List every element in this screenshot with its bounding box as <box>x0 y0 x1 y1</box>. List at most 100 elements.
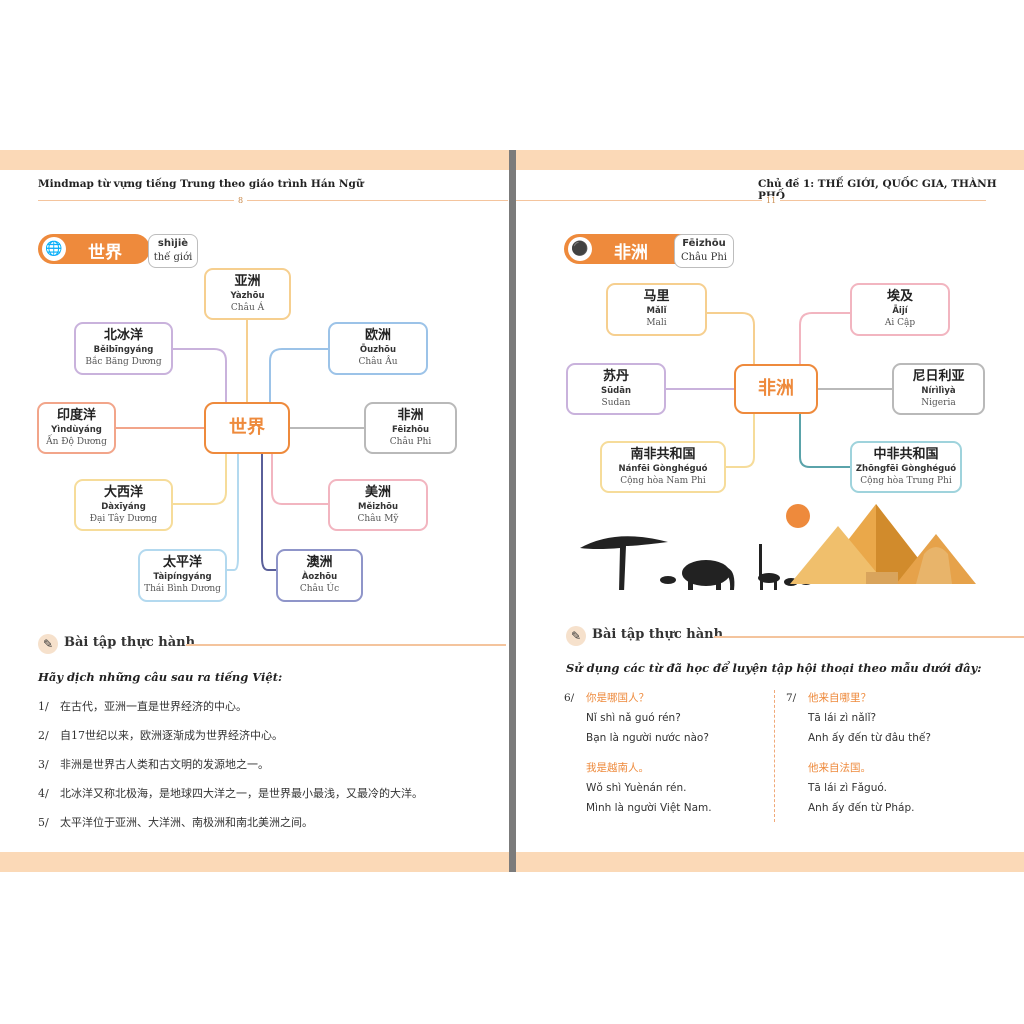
right-node-vi: Sudan <box>601 398 631 408</box>
exercise-item-text: 在古代，亚洲一直是世界经济的中心。 <box>60 700 247 713</box>
header-rule <box>38 200 508 201</box>
dialog-line-py: Tā lái zì Fǎguó. <box>808 782 887 794</box>
exercise-item-number: 3/ <box>38 758 49 771</box>
left-node-vi: Châu Phi <box>389 437 432 447</box>
dialog-divider <box>774 690 775 822</box>
dialog-number: 6/ <box>564 692 575 704</box>
left-node-vi: Châu Úc <box>299 584 340 594</box>
left-node-vi: Châu Á <box>230 303 265 313</box>
dialog-line-zh: 他来自哪里？ <box>808 692 871 704</box>
dialog-line-zh: 你是哪国人？ <box>586 692 649 704</box>
left-node-vi: Ấn Độ Dương <box>46 437 107 447</box>
dialog-block: 6/你是哪国人？ Nǐ shì nǎ guó rén? Bạn là người n… <box>564 688 786 818</box>
left-node-vi: Đại Tây Dương <box>89 514 158 524</box>
africa-icon: ⚫ <box>568 237 592 261</box>
globe-icon: 🌐 <box>42 237 66 261</box>
exercise-item: 4/北冰洋又称北极海，是地球四大洋之一，是世界最小最浅，又最冷的大洋。 <box>38 785 423 801</box>
exercise-heading: ✎ Bài tập thực hành <box>36 632 506 656</box>
dialog-line-py: Wǒ shì Yuènán rén. <box>586 782 687 794</box>
exercise-instruction: Hãy dịch những câu sau ra tiếng Việt: <box>38 670 283 684</box>
acacia-tree-silhouette <box>580 536 668 590</box>
pencil-icon: ✎ <box>38 634 58 654</box>
top-band <box>0 150 509 170</box>
left-node-py: Ōuzhōu <box>359 345 397 355</box>
exercise-item-text: 北冰洋又称北极海，是地球四大洋之一，是世界最小最浅，又最冷的大洋。 <box>60 787 423 800</box>
topic-title-tag: Fēizhōu Châu Phi <box>674 234 734 268</box>
left-node-py: Dàxīyáng <box>101 502 146 512</box>
left-node-py: Yìndùyáng <box>51 425 102 435</box>
exercise-item-number: 4/ <box>38 787 49 800</box>
left-node-vi: Châu Mỹ <box>357 514 399 524</box>
header-prefix: Chủ đề 1: <box>758 178 818 190</box>
left-node-zh: 北冰洋 <box>103 328 143 343</box>
dialog-line-vi: Bạn là người nước nào? <box>586 732 709 744</box>
exercise-item: 5/太平洋位于亚洲、大洋洲、南极洲和南北美洲之间。 <box>38 814 313 830</box>
dialog-line-zh: 我是越南人。 <box>586 762 649 774</box>
left-node-py: Tàipíngyáng <box>153 572 212 582</box>
africa-illustration <box>580 504 976 590</box>
dialog-number: 7/ <box>786 692 797 704</box>
mindmap-connectors <box>115 318 365 571</box>
left-node-py: Měizhōu <box>357 502 399 512</box>
left-page: Mindmap từ vựng tiếng Trung theo giáo tr… <box>0 150 509 872</box>
left-node-zh: 非洲 <box>397 408 424 423</box>
right-node-py: Āijí <box>892 306 908 316</box>
dialog-line-py: Tā lái zì nǎlǐ? <box>808 712 877 724</box>
left-node-zh: 太平洋 <box>162 555 202 570</box>
left-node-zh: 欧洲 <box>364 328 391 343</box>
right-node-zh: 苏丹 <box>602 369 629 384</box>
mindmap-center: 非洲 <box>734 364 818 414</box>
exercise-item-text: 太平洋位于亚洲、大洋洲、南极洲和南北美洲之间。 <box>60 816 313 829</box>
mindmap-connectors <box>666 312 892 468</box>
book-gutter <box>509 150 516 872</box>
running-header: Mindmap từ vựng tiếng Trung theo giáo tr… <box>38 178 364 190</box>
left-node-zh: 亚洲 <box>234 274 261 289</box>
right-node-zh: 尼日利亚 <box>912 369 965 384</box>
top-band <box>516 150 1024 170</box>
right-node-py: Nírìlìyà <box>921 386 956 396</box>
dialog-line-gap <box>586 748 786 758</box>
mindmap-center: 世界 <box>204 402 290 454</box>
right-node-zh: 南非共和国 <box>630 447 696 462</box>
sun-icon <box>786 504 810 528</box>
left-node-zh: 印度洋 <box>56 408 96 423</box>
left-node-py: Àozhōu <box>301 572 338 582</box>
right-node-zh: 马里 <box>643 289 670 304</box>
right-node-vi: Cộng hòa Trung Phi <box>860 476 952 486</box>
pyramids-illustration <box>790 504 976 584</box>
dialog-line-vi: Anh ấy đến từ Pháp. <box>808 802 915 814</box>
dialog-line-zh: 他来自法国。 <box>808 762 871 774</box>
left-node-zh: 大西洋 <box>103 485 143 500</box>
dialog-block: 7/他来自哪里？Tā lái zì nǎlǐ?Anh ấy đến từ đâu… <box>786 688 1008 818</box>
dialog-line-py: Nǐ shì nǎ guó rén? <box>586 712 681 724</box>
bottom-band <box>0 852 509 872</box>
topic-title-pinyin: shìjiè <box>157 238 189 249</box>
pencil-icon: ✎ <box>566 626 586 646</box>
right-node-vi: Mali <box>646 318 667 328</box>
page-number: 8 <box>234 196 248 205</box>
heading-rule <box>186 644 506 646</box>
left-node-zh: 美洲 <box>364 485 391 500</box>
right-node-vi: Nigeria <box>921 398 956 408</box>
animal-silhouettes <box>660 544 812 590</box>
exercise-item-number: 5/ <box>38 816 49 829</box>
left-node-py: Fēizhōu <box>391 425 430 435</box>
left-node: 印度洋 Yìndùyáng Ấn Độ Dương <box>37 402 116 454</box>
exercise-item-number: 2/ <box>38 729 49 742</box>
topic-title: 🌐 世界 <box>38 234 150 264</box>
topic-title-vi: thế giới <box>153 252 193 263</box>
left-node-py: Běibīngyáng <box>93 345 154 355</box>
exercise-item: 3/非洲是世界古人类和古文明的发源地之一。 <box>38 756 269 772</box>
right-node-py: Zhōngfēi Gònghéguó <box>855 464 957 474</box>
exercise-heading-text: Bài tập thực hành <box>592 627 724 642</box>
right-page: Chủ đề 1: THẾ GIỚI, QUỐC GIA, THÀNH PHỐ … <box>516 150 1024 872</box>
exercise-instruction: Sử dụng các từ đã học để luyện tập hội t… <box>566 661 982 675</box>
